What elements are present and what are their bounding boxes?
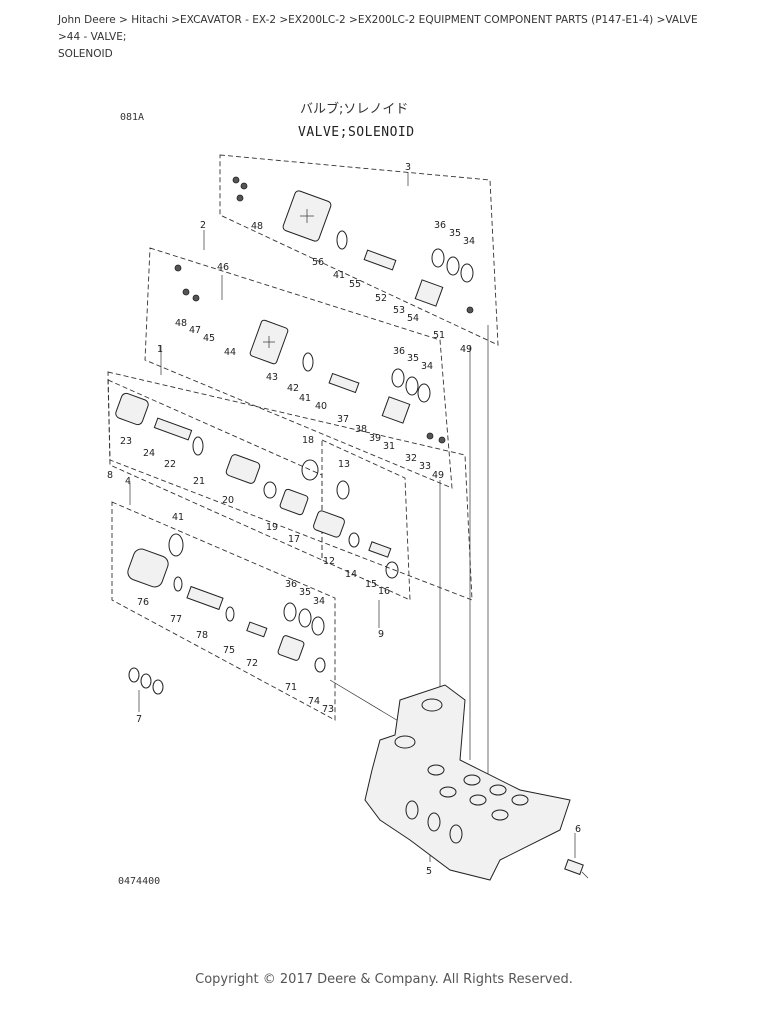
callout-34c: 34 bbox=[313, 596, 325, 607]
breadcrumb-line-2[interactable]: SOLENOID bbox=[58, 48, 113, 60]
callout-51: 51 bbox=[433, 330, 445, 341]
callout-75: 75 bbox=[223, 645, 235, 656]
washers-7 bbox=[128, 667, 164, 695]
callout-49b: 49 bbox=[432, 470, 444, 481]
callout-52: 52 bbox=[375, 293, 387, 304]
callout-38: 38 bbox=[355, 424, 367, 435]
callout-41c: 41 bbox=[172, 512, 184, 523]
callout-74: 74 bbox=[308, 696, 320, 707]
diagram-title-japanese: バルブ;ソレノイド bbox=[300, 102, 409, 117]
breadcrumb-line-1[interactable]: John Deere > Hitachi >EXCAVATOR - EX-2 >… bbox=[58, 14, 698, 43]
callout-4: 4 bbox=[125, 476, 131, 487]
fitting-6 bbox=[564, 858, 589, 879]
callout-44: 44 bbox=[224, 347, 236, 358]
document-number: 0474400 bbox=[118, 876, 161, 887]
callout-72: 72 bbox=[246, 658, 258, 669]
callout-76: 76 bbox=[137, 597, 149, 608]
callout-12: 12 bbox=[323, 556, 335, 567]
callout-36c: 36 bbox=[285, 579, 297, 590]
callout-73: 73 bbox=[322, 704, 334, 715]
callout-39: 39 bbox=[369, 433, 381, 444]
callout-23: 23 bbox=[120, 436, 132, 447]
callout-53: 53 bbox=[393, 305, 405, 316]
callout-35: 35 bbox=[449, 228, 461, 239]
callout-labels: 3 2 46 48 36 35 34 56 41 55 52 53 54 51 … bbox=[107, 162, 581, 877]
callout-31: 31 bbox=[383, 441, 395, 452]
callout-37: 37 bbox=[337, 414, 349, 425]
callout-3: 3 bbox=[405, 162, 411, 173]
assembly-outline-9 bbox=[321, 439, 411, 601]
assembly-outline-4 bbox=[111, 501, 336, 721]
callout-46: 46 bbox=[217, 262, 229, 273]
callout-42: 42 bbox=[287, 383, 299, 394]
callout-20: 20 bbox=[222, 495, 234, 506]
callout-35c: 35 bbox=[299, 587, 311, 598]
callout-55: 55 bbox=[349, 279, 361, 290]
part-group-9 bbox=[313, 480, 399, 579]
callout-32: 32 bbox=[405, 453, 417, 464]
sheet-id: 081A bbox=[120, 112, 145, 123]
callout-41b: 41 bbox=[299, 393, 311, 404]
callout-36b: 36 bbox=[393, 346, 405, 357]
assembly-outline-8 bbox=[107, 379, 323, 561]
callout-24: 24 bbox=[143, 448, 155, 459]
callout-49: 49 bbox=[460, 344, 472, 355]
callout-36: 36 bbox=[434, 220, 446, 231]
callout-43: 43 bbox=[266, 372, 278, 383]
callout-22: 22 bbox=[164, 459, 176, 470]
callout-48b: 48 bbox=[175, 318, 187, 329]
callout-9: 9 bbox=[378, 629, 384, 640]
callout-7: 7 bbox=[136, 714, 142, 725]
callout-13: 13 bbox=[338, 459, 350, 470]
callout-35b: 35 bbox=[407, 353, 419, 364]
callout-41: 41 bbox=[333, 270, 345, 281]
part-group-4 bbox=[127, 533, 326, 673]
callout-1: 1 bbox=[157, 344, 163, 355]
callout-34: 34 bbox=[463, 236, 475, 247]
leader-lines bbox=[129, 172, 576, 862]
callout-34b: 34 bbox=[421, 361, 433, 372]
callout-5: 5 bbox=[426, 866, 432, 877]
callout-15: 15 bbox=[365, 579, 377, 590]
callout-21: 21 bbox=[193, 476, 205, 487]
part-group-3 bbox=[232, 176, 474, 314]
callout-56: 56 bbox=[312, 257, 324, 268]
valve-body-5 bbox=[364, 684, 571, 881]
assembly-outline-2 bbox=[144, 247, 453, 489]
callout-45: 45 bbox=[203, 333, 215, 344]
assembly-outline-3 bbox=[219, 154, 499, 346]
breadcrumb[interactable]: John Deere > Hitachi >EXCAVATOR - EX-2 >… bbox=[58, 12, 718, 63]
callout-40: 40 bbox=[315, 401, 327, 412]
callout-54: 54 bbox=[407, 313, 419, 324]
callout-77: 77 bbox=[170, 614, 182, 625]
part-group-2 bbox=[174, 264, 446, 444]
callout-78: 78 bbox=[196, 630, 208, 641]
callout-47: 47 bbox=[189, 325, 201, 336]
callout-17: 17 bbox=[288, 534, 300, 545]
callout-71: 71 bbox=[285, 682, 297, 693]
callout-16: 16 bbox=[378, 586, 390, 597]
callout-18: 18 bbox=[302, 435, 314, 446]
callout-33: 33 bbox=[419, 461, 431, 472]
copyright-notice: Copyright © 2017 Deere & Company. All Ri… bbox=[195, 972, 573, 987]
part-group-8 bbox=[115, 392, 319, 516]
callout-14: 14 bbox=[345, 569, 357, 580]
callout-2: 2 bbox=[200, 220, 206, 231]
diagram-title: VALVE;SOLENOID bbox=[298, 125, 415, 140]
callout-8: 8 bbox=[107, 470, 113, 481]
callout-6: 6 bbox=[575, 824, 581, 835]
callout-19: 19 bbox=[266, 522, 278, 533]
callout-48: 48 bbox=[251, 221, 263, 232]
